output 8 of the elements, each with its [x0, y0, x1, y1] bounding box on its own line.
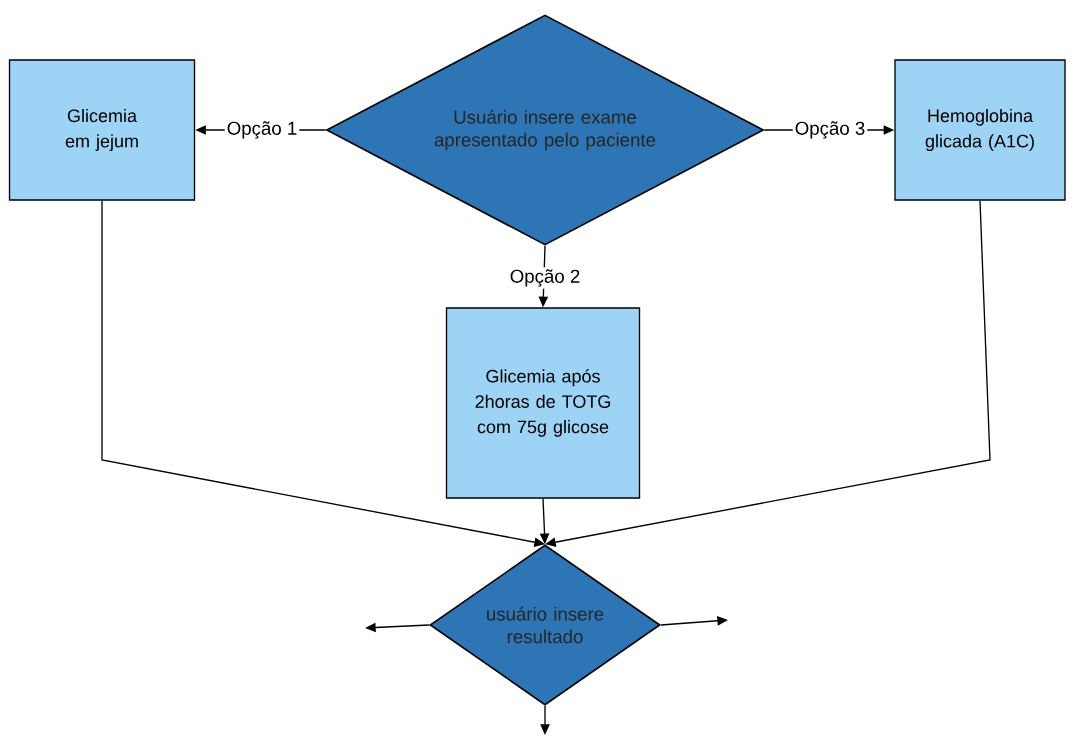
edge-label: Opção 3	[792, 119, 868, 141]
process-box: Glicemia após 2horas de TOTG com 75g glicose	[445, 307, 641, 499]
edge-label: Opção 2	[507, 267, 583, 289]
edge-label: Opção 1	[224, 119, 300, 141]
arrow	[101, 200, 545, 547]
arrow	[545, 200, 991, 547]
process-box: Hemoglobina glicada (A1C)	[894, 59, 1066, 201]
process-box: Glicemia em jejum	[8, 59, 196, 201]
